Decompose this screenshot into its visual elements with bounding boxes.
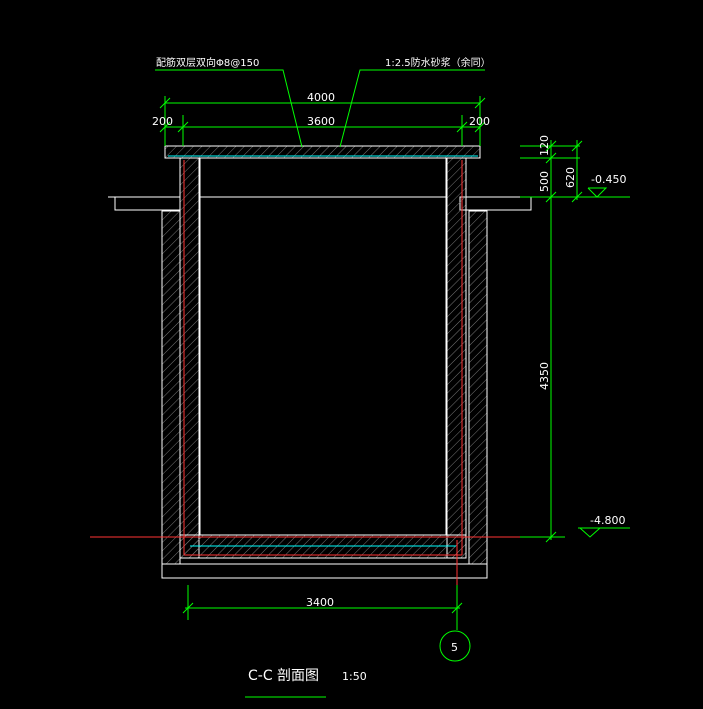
dim-4350: 4350 — [538, 362, 551, 390]
section-scale: 1:50 — [342, 670, 367, 683]
section-title: C-C 剖面图 — [248, 668, 319, 684]
tank-walls — [179, 157, 467, 559]
dim-620: 620 — [564, 167, 577, 188]
right-dimensions — [520, 140, 630, 543]
top-dimensions — [155, 69, 486, 148]
dim-3400: 3400 — [306, 596, 334, 609]
dim-4000: 4000 — [307, 91, 335, 104]
ground-surface — [108, 196, 535, 211]
note-reinforcement: 配筋双层双向Φ8@150 — [156, 56, 259, 69]
elevation-top: -0.450 — [591, 173, 626, 186]
top-slab — [164, 145, 481, 159]
elevation-bottom: -4.800 — [590, 514, 625, 527]
bottom-dimension — [182, 585, 471, 698]
outer-walls — [161, 210, 488, 579]
note-waterproof: 1:2.5防水砂浆（余同） — [385, 56, 491, 69]
dim-200-left: 200 — [152, 115, 173, 128]
axis-label: 5 — [451, 641, 458, 654]
dim-120: 120 — [538, 135, 551, 156]
dim-500: 500 — [538, 171, 551, 192]
dim-3600: 3600 — [307, 115, 335, 128]
dim-200-right: 200 — [469, 115, 490, 128]
